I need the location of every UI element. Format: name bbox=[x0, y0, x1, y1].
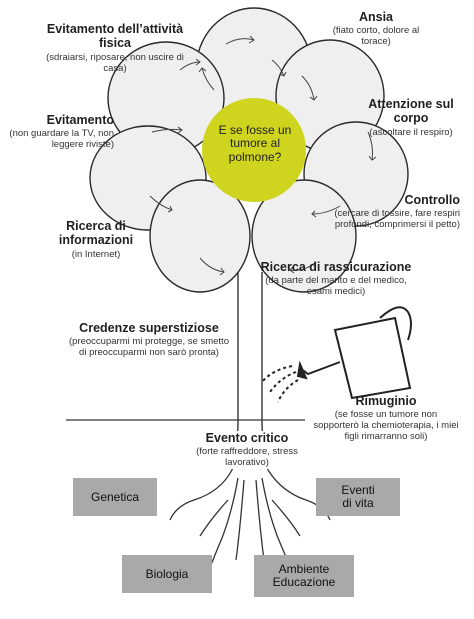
label-evento-critico: Evento critico (forte raffreddore, stres… bbox=[194, 431, 300, 470]
label-desc: (sdraiarsi, riposare, non uscire di casa… bbox=[46, 51, 184, 74]
label-rimuginio: Rimuginio (se fosse un tumore non soppor… bbox=[312, 394, 460, 443]
label-ricerca-rassicurazione: Ricerca di rassicurazione (da parte del … bbox=[256, 260, 416, 298]
label-evitamento: Evitamento (non guardare la TV, non legg… bbox=[6, 113, 114, 151]
label-title: Ricerca di rassicurazione bbox=[260, 260, 412, 274]
label-credenze: Credenze superstiziose (preoccuparmi mi … bbox=[66, 321, 232, 359]
label-title: Evitamento dell’attività fisica bbox=[46, 22, 184, 51]
label-desc: (in Internet) bbox=[71, 248, 121, 260]
label-evitamento-attivita: Evitamento dell’attività fisica (sdraiar… bbox=[40, 22, 190, 75]
root-box-biologia: Biologia bbox=[122, 555, 212, 593]
label-title: Ricerca di informazioni bbox=[58, 219, 134, 248]
center-question: E se fosse un tumore al polmone? bbox=[218, 123, 292, 164]
petal-bottom-right bbox=[251, 179, 357, 293]
label-ricerca-info: Ricerca di informazioni (in Internet) bbox=[50, 219, 142, 261]
label-ansia: Ansia (fiato corto, dolore al torace) bbox=[326, 10, 426, 48]
label-controllo: Controllo (cercare di tossire, fare resp… bbox=[318, 193, 460, 231]
label-desc: (forte raffreddore, stress lavorativo) bbox=[196, 446, 298, 469]
label-desc: (se fosse un tumore non sopporterò la ch… bbox=[313, 409, 459, 443]
label-title: Rimuginio bbox=[355, 394, 417, 408]
petal-bottom-left bbox=[149, 179, 251, 293]
label-desc: (non guardare la TV, non leggere riviste… bbox=[9, 128, 114, 151]
label-attenzione: Attenzione sul corpo (ascoltare il respi… bbox=[365, 97, 457, 139]
watering-can-icon bbox=[296, 306, 412, 400]
label-title: Evitamento bbox=[46, 113, 114, 127]
roots bbox=[169, 469, 331, 581]
label-desc: (ascoltare il respiro) bbox=[369, 126, 453, 138]
label-desc: (da parte del marito e del medico, esami… bbox=[265, 275, 407, 298]
center-circle bbox=[202, 98, 306, 202]
label-desc: (fiato corto, dolore al torace) bbox=[332, 25, 420, 48]
label-desc: (cercare di tossire, fare respiri profon… bbox=[334, 208, 460, 231]
root-box-eventi: Eventi di vita bbox=[316, 478, 400, 516]
label-title: Attenzione sul corpo bbox=[368, 97, 454, 126]
root-box-genetica: Genetica bbox=[73, 478, 157, 516]
water-spray bbox=[261, 365, 299, 403]
root-box-ambiente: Ambiente Educazione bbox=[254, 555, 354, 597]
petals bbox=[89, 7, 409, 293]
label-title: Ansia bbox=[358, 10, 394, 24]
label-title: Controllo bbox=[404, 193, 460, 207]
label-title: Evento critico bbox=[205, 431, 289, 445]
label-desc: (preoccuparmi mi protegge, se smetto di … bbox=[69, 336, 229, 359]
label-title: Credenze superstiziose bbox=[79, 321, 219, 335]
petal-arrows bbox=[149, 35, 377, 276]
